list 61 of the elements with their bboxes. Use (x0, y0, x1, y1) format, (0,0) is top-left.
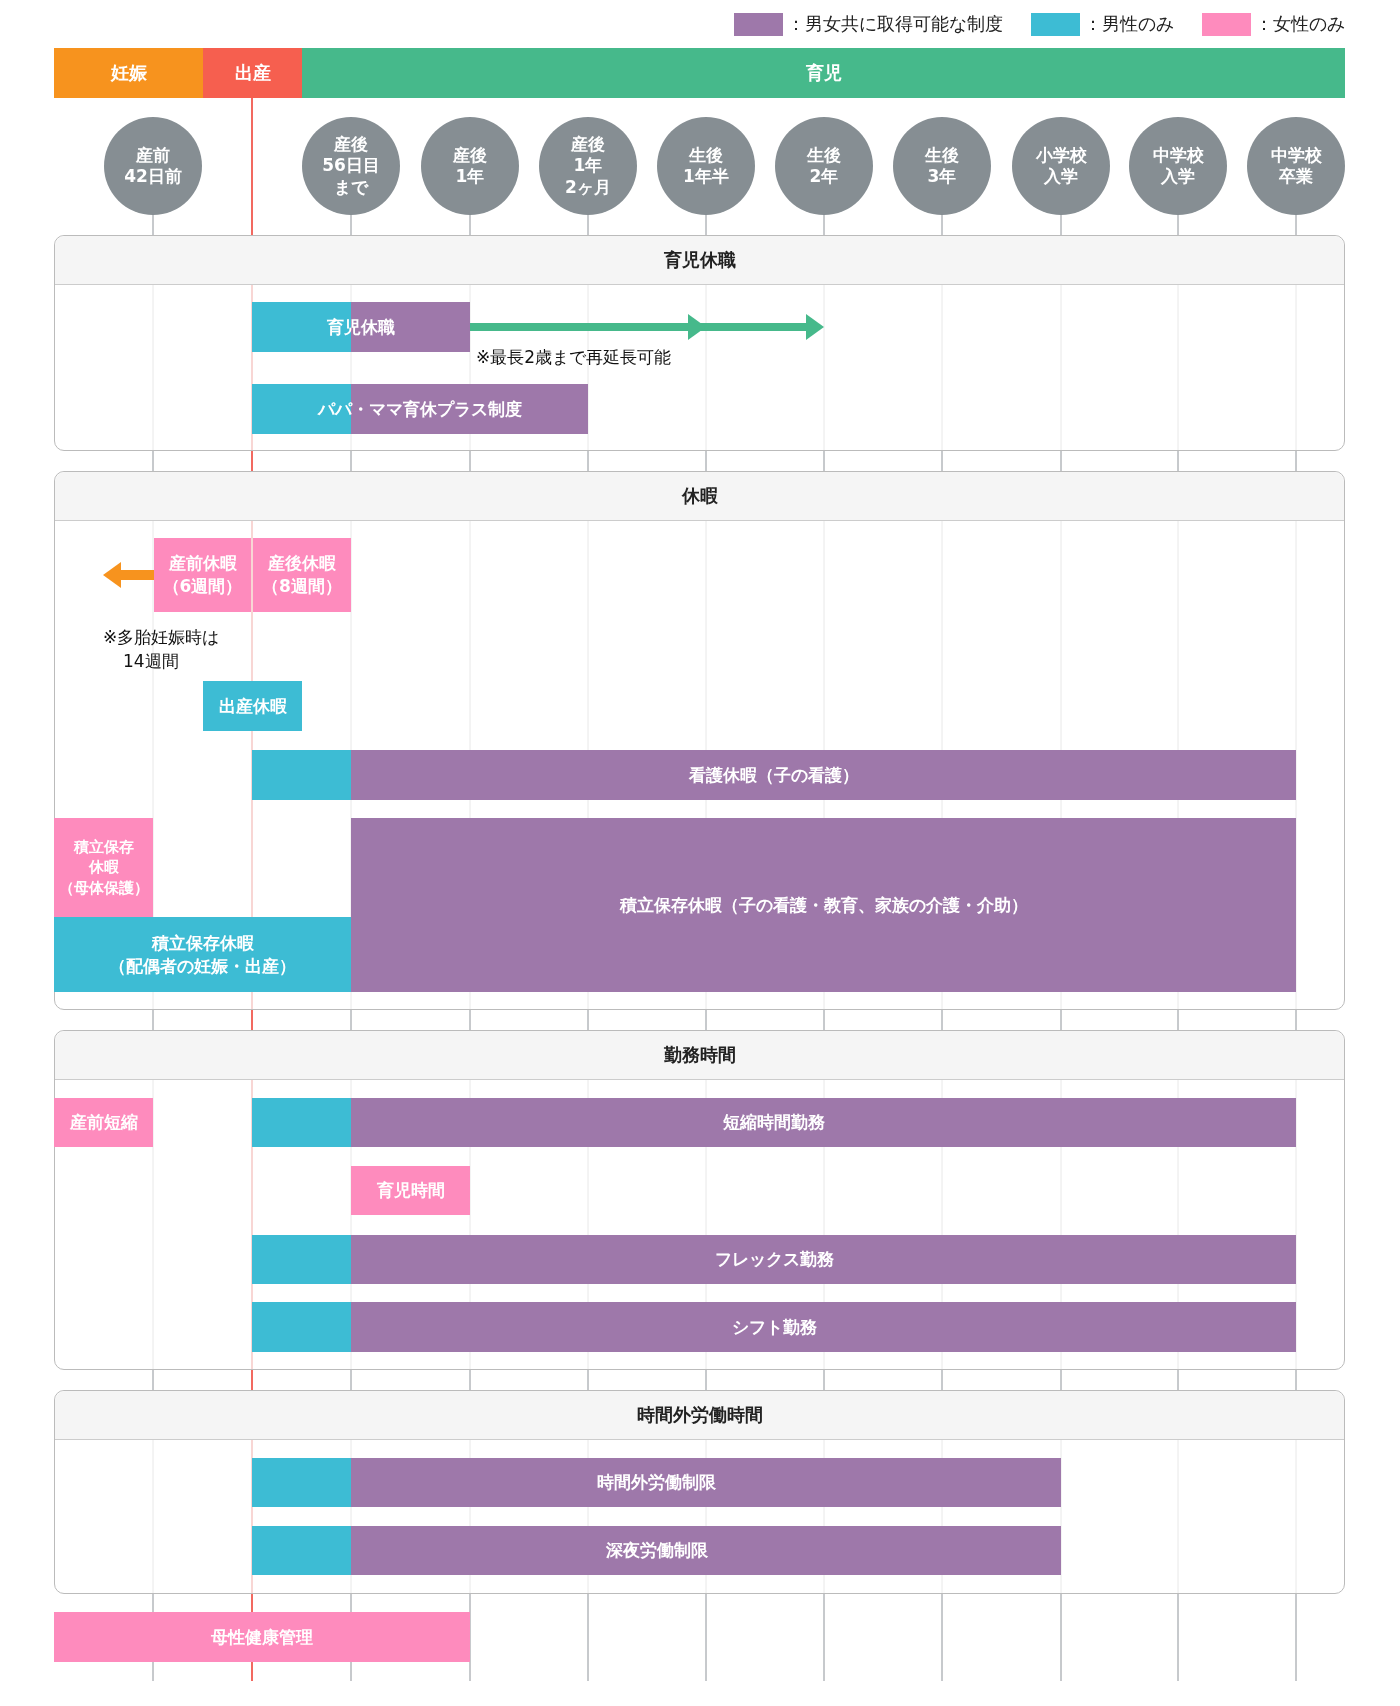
bar-label: 産後休暇（8週間） (262, 552, 342, 598)
bar-label: 産前短縮 (69, 1111, 138, 1134)
milestone-circle: 産前42日前 (104, 117, 202, 215)
timeline-bar (203, 681, 302, 731)
legend-label: ：男女共に取得可能な制度 (787, 12, 1003, 36)
milestone-circle: 産後56日目まで (302, 117, 400, 215)
timeline-bar (252, 1235, 1296, 1284)
milestone-circle: 産後1年2ヶ月 (539, 117, 637, 215)
bar-label: フレックス勤務 (714, 1248, 834, 1271)
milestone-circle: 産後1年 (421, 117, 519, 215)
legend-label: ：男性のみ (1084, 12, 1174, 36)
arrow (103, 562, 154, 588)
bar-label: 育児時間 (376, 1179, 445, 1202)
bar-label: パパ・ママ育休プラス制度 (318, 397, 522, 421)
timeline-bar (154, 538, 251, 612)
timeline-bar (351, 818, 1296, 992)
arrow (470, 314, 824, 340)
bar-label: 積立保存休暇（子の看護・教育、家族の介護・介助） (619, 893, 1028, 917)
section-panel (54, 1390, 1345, 1594)
bar-label: 短縮時間勤務 (723, 1111, 825, 1134)
milestone-circle: 生後3年 (893, 117, 991, 215)
timeline-bar (252, 750, 1296, 800)
section-panel (54, 471, 1345, 1010)
timeline-bar (252, 302, 470, 352)
timeline-bar (54, 1098, 153, 1147)
phase-band: 妊娠 (54, 48, 203, 98)
section-panel (54, 235, 1345, 451)
timeline-bar (54, 1612, 470, 1662)
bar-label: 時間外労働制限 (597, 1471, 716, 1494)
section-header: 時間外労働時間 (55, 1391, 1344, 1440)
bar-label: 産前休暇（6週間） (162, 552, 243, 598)
timeline-bar (351, 1166, 470, 1215)
milestone-circle: 小学校入学 (1012, 117, 1110, 215)
section-header: 休暇 (55, 472, 1344, 521)
note-text: ※多胎妊娠時は 14週間 (103, 626, 221, 673)
timeline-bar (252, 1098, 1296, 1147)
milestone-circle: 中学校卒業 (1247, 117, 1345, 215)
timeline-bar (54, 818, 153, 917)
timeline-bar (252, 1458, 1061, 1507)
bar-label: 看護休暇（子の看護） (689, 763, 859, 787)
timeline-bar (252, 384, 588, 434)
phase-band: 出産 (203, 48, 302, 98)
timeline-bar (253, 538, 351, 612)
milestone-circle: 生後1年半 (657, 117, 755, 215)
milestone-circle: 中学校入学 (1129, 117, 1227, 215)
section-header: 育児休職 (55, 236, 1344, 285)
bar-label: 積立保存休暇（配偶者の妊娠・出産） (109, 931, 296, 978)
milestone-circle: 生後2年 (775, 117, 873, 215)
section-header: 勤務時間 (55, 1031, 1344, 1080)
section-panel (54, 1030, 1345, 1370)
legend-label: ：女性のみ (1255, 12, 1345, 36)
timeline-bar (252, 1526, 1061, 1575)
bar-label: 深夜労働制限 (605, 1539, 708, 1562)
note-text: ※最長2歳まで再延長可能 (476, 346, 673, 369)
timeline-bar (54, 917, 351, 992)
bar-label: 出産休暇 (218, 694, 287, 718)
timeline-bar (252, 1302, 1296, 1352)
bar-label: 積立保存休暇（母体保護） (58, 837, 149, 898)
bar-label: 母性健康管理 (211, 1625, 313, 1649)
phase-band: 育児 (302, 48, 1345, 98)
bar-label: シフト勤務 (731, 1315, 817, 1339)
